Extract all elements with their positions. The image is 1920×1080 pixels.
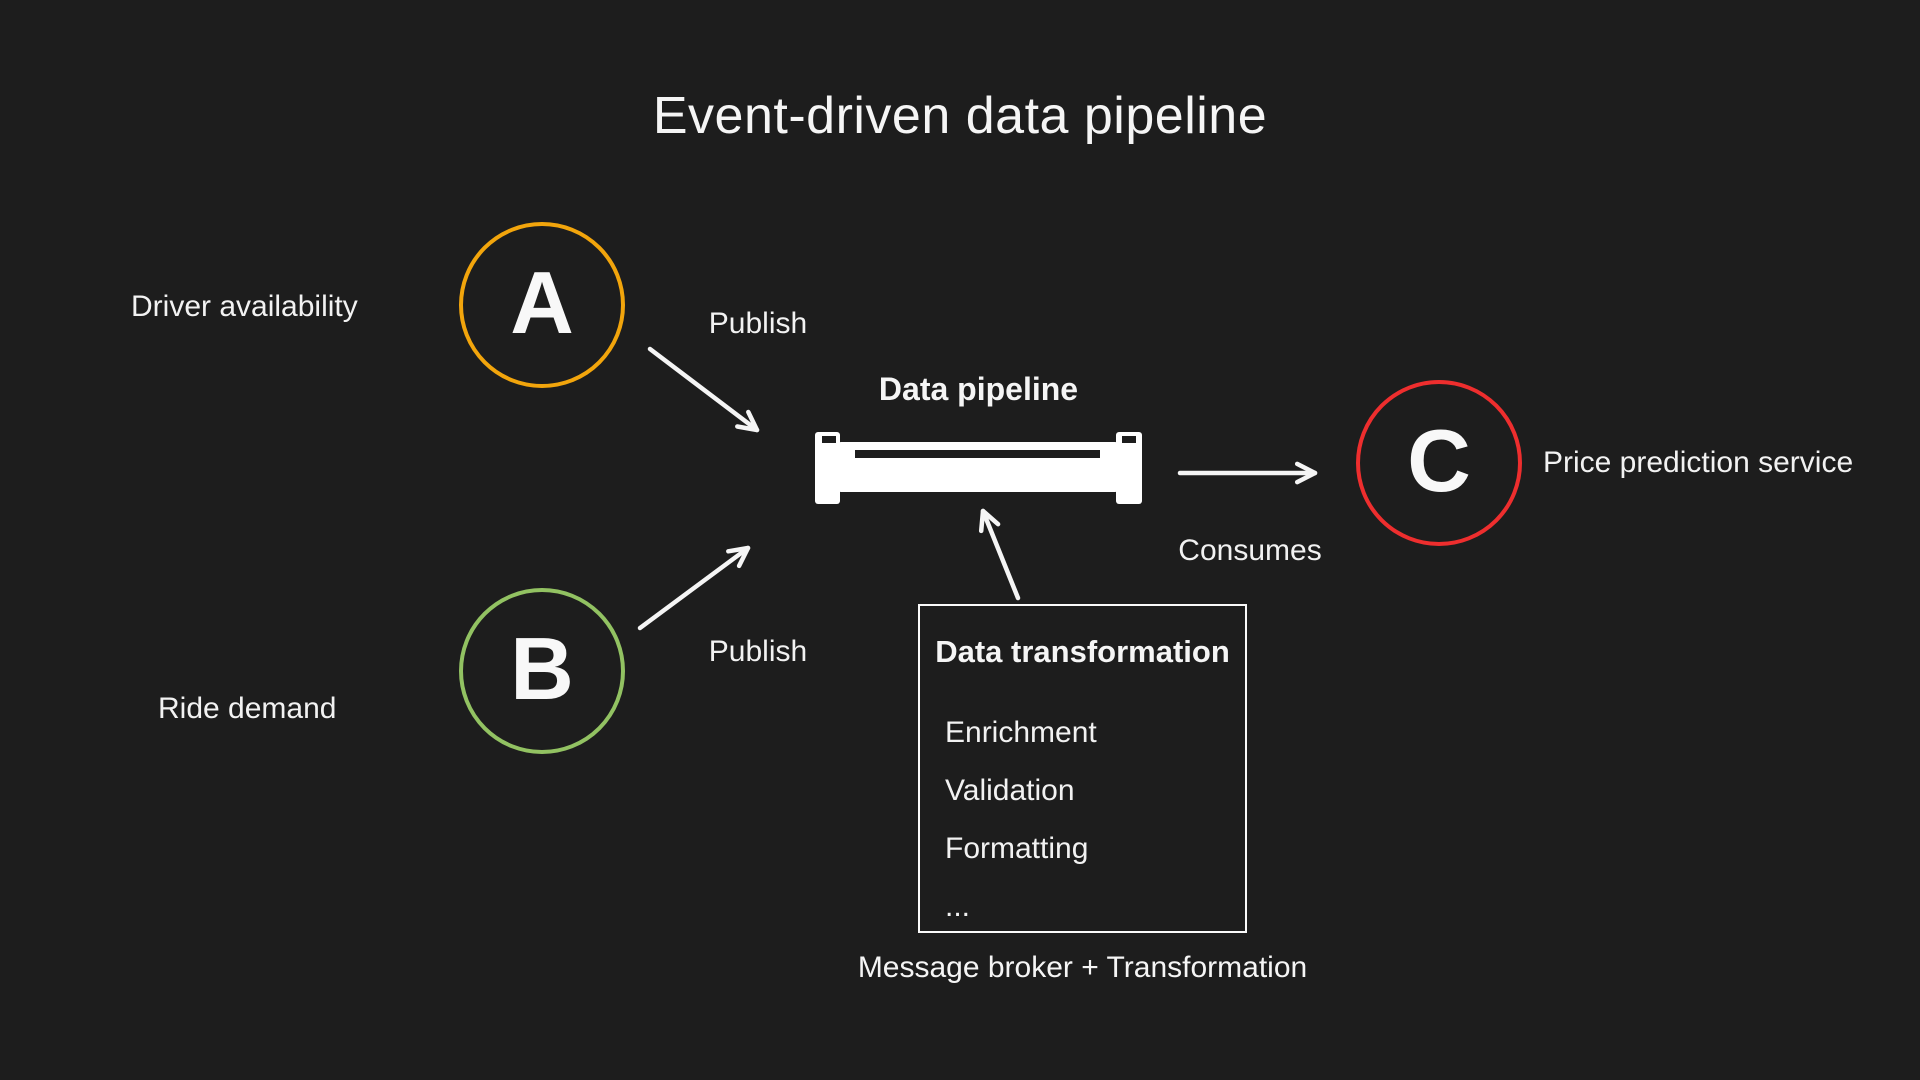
transformation-box xyxy=(918,604,1247,933)
node-a-letter: A xyxy=(510,253,574,352)
pipeline-stripe-shape xyxy=(855,450,1100,458)
node-b-circle: B xyxy=(459,588,625,754)
arrow-b-to-pipeline-icon xyxy=(637,545,751,631)
transformation-box-caption: Message broker + Transformation xyxy=(857,951,1308,984)
node-c-circle: C xyxy=(1356,380,1522,546)
pipeline-notch-right-shape xyxy=(1122,436,1136,443)
arrow-pipeline-to-c-icon xyxy=(1177,461,1318,485)
arrow-a-to-pipeline-icon xyxy=(647,346,760,433)
pipeline-flange-right-shape xyxy=(1116,432,1142,504)
node-c-label: Price prediction service xyxy=(1543,446,1854,479)
transformation-item: Formatting xyxy=(945,832,1089,865)
publish-b-label: Publish xyxy=(708,635,808,668)
page-title: Event-driven data pipeline xyxy=(652,87,1268,145)
pipeline-label: Data pipeline xyxy=(878,371,1079,407)
pipeline-flange-left-shape xyxy=(815,432,840,504)
transformation-item: Validation xyxy=(945,774,1075,807)
pipeline-icon xyxy=(815,432,1142,505)
node-a-circle: A xyxy=(459,222,625,388)
consumes-label: Consumes xyxy=(1178,534,1322,567)
publish-a-label: Publish xyxy=(708,307,808,340)
pipeline-notch-left-shape xyxy=(822,436,836,443)
transformation-item: ... xyxy=(945,890,971,923)
transformation-item: Enrichment xyxy=(945,716,1097,749)
transformation-box-title: Data transformation xyxy=(935,634,1230,669)
transformation-items-list: Enrichment Validation Formatting ... xyxy=(945,704,1097,936)
node-a-label: Driver availability xyxy=(131,290,358,323)
node-b-letter: B xyxy=(510,619,574,718)
node-c-letter: C xyxy=(1407,411,1471,510)
arrow-box-to-pipeline-icon xyxy=(978,508,1021,601)
node-b-label: Ride demand xyxy=(158,692,337,725)
